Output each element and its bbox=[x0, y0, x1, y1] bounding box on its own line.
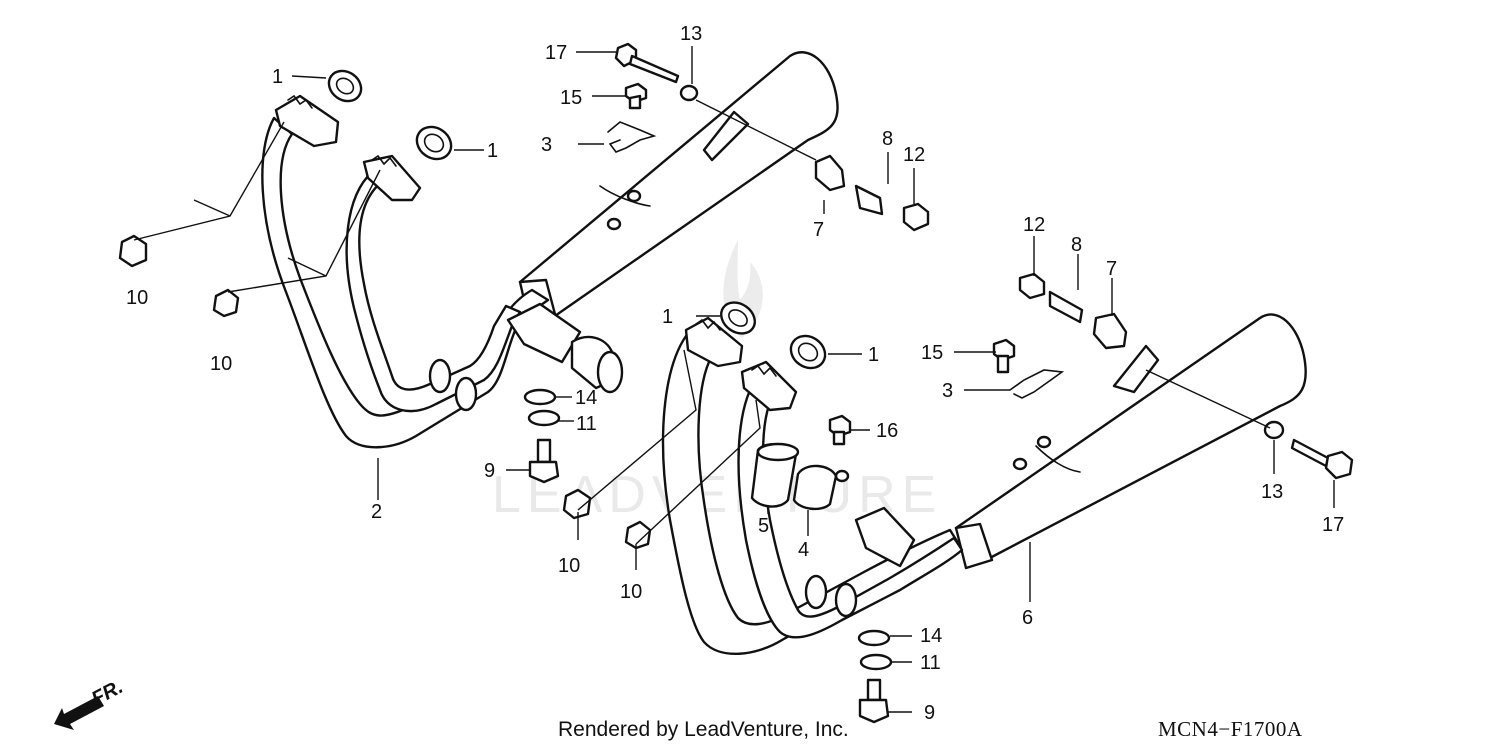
callout-17: 17 bbox=[545, 42, 567, 64]
footer-credit: Rendered by LeadVenture, Inc. bbox=[558, 718, 849, 741]
leader-lines bbox=[133, 46, 1335, 713]
left-nut-12 bbox=[902, 202, 930, 232]
callout-13: 13 bbox=[680, 23, 702, 45]
left-collar-8 bbox=[854, 184, 884, 216]
callout-11: 11 bbox=[920, 652, 941, 674]
callout-15: 15 bbox=[560, 87, 582, 109]
left-rubber-7 bbox=[814, 154, 846, 192]
left-washer-13 bbox=[679, 84, 699, 102]
callout-10: 10 bbox=[620, 581, 642, 603]
band-4 bbox=[792, 464, 838, 511]
right-washer-14 bbox=[857, 629, 891, 647]
callout-1: 1 bbox=[868, 344, 879, 366]
left-washer-11 bbox=[527, 409, 561, 427]
left-upper-gasket bbox=[327, 69, 363, 103]
callout-12: 12 bbox=[1023, 214, 1045, 236]
callout-9: 9 bbox=[924, 702, 935, 724]
left-flange-nut-a bbox=[118, 234, 148, 268]
left-bolt-9 bbox=[528, 460, 560, 484]
left-clip-3 bbox=[607, 121, 657, 153]
right-clip-3 bbox=[1009, 369, 1065, 399]
right-bolt-9 bbox=[858, 698, 890, 724]
front-arrow-icon bbox=[54, 696, 104, 730]
callout-8: 8 bbox=[1071, 234, 1082, 256]
right-exhaust-assembly bbox=[661, 313, 1307, 655]
left-exhaust-assembly bbox=[261, 51, 839, 449]
right-flange-nut-a bbox=[562, 488, 592, 520]
right-flange-nut-b bbox=[624, 520, 652, 550]
right-rubber-7 bbox=[1092, 312, 1128, 350]
right-lower-gasket bbox=[789, 334, 827, 370]
right-collar-8 bbox=[1048, 290, 1084, 324]
callout-7: 7 bbox=[813, 219, 824, 241]
callout-labels: 1 1 1 1 2 3 3 4 5 6 7 7 8 8 9 9 10 10 10… bbox=[126, 23, 1344, 724]
left-lower-gasket bbox=[415, 125, 453, 161]
right-upper-gasket bbox=[720, 301, 756, 335]
callout-4: 4 bbox=[798, 539, 809, 561]
right-washer-13 bbox=[1263, 420, 1285, 440]
callout-6: 6 bbox=[1022, 607, 1033, 629]
right-bolt-17 bbox=[1324, 450, 1354, 480]
callout-7: 7 bbox=[1106, 258, 1117, 280]
callout-3: 3 bbox=[541, 134, 552, 156]
callout-11: 11 bbox=[576, 413, 597, 435]
callout-16: 16 bbox=[876, 420, 898, 442]
callout-9: 9 bbox=[484, 460, 495, 482]
callout-5: 5 bbox=[758, 515, 769, 537]
callout-15: 15 bbox=[921, 342, 943, 364]
callout-1: 1 bbox=[272, 66, 283, 88]
left-washer-14 bbox=[523, 388, 557, 406]
callout-10: 10 bbox=[558, 555, 580, 577]
callout-1: 1 bbox=[487, 140, 498, 162]
callout-3: 3 bbox=[942, 380, 953, 402]
callout-17: 17 bbox=[1322, 514, 1344, 536]
right-washer-11 bbox=[859, 653, 893, 671]
callout-10: 10 bbox=[126, 287, 148, 309]
callout-12: 12 bbox=[903, 144, 925, 166]
callout-13: 13 bbox=[1261, 481, 1283, 503]
callout-1: 1 bbox=[662, 306, 673, 328]
right-nut-12 bbox=[1018, 272, 1046, 300]
left-flange-nut-b bbox=[212, 288, 240, 318]
callout-14: 14 bbox=[575, 387, 597, 409]
front-direction-indicator: FR. bbox=[54, 676, 127, 730]
diagram-code: MCN4−F1700A bbox=[1158, 717, 1303, 741]
callout-2: 2 bbox=[371, 501, 382, 523]
callout-14: 14 bbox=[920, 625, 942, 647]
callout-10: 10 bbox=[210, 353, 232, 375]
callout-8: 8 bbox=[882, 128, 893, 150]
